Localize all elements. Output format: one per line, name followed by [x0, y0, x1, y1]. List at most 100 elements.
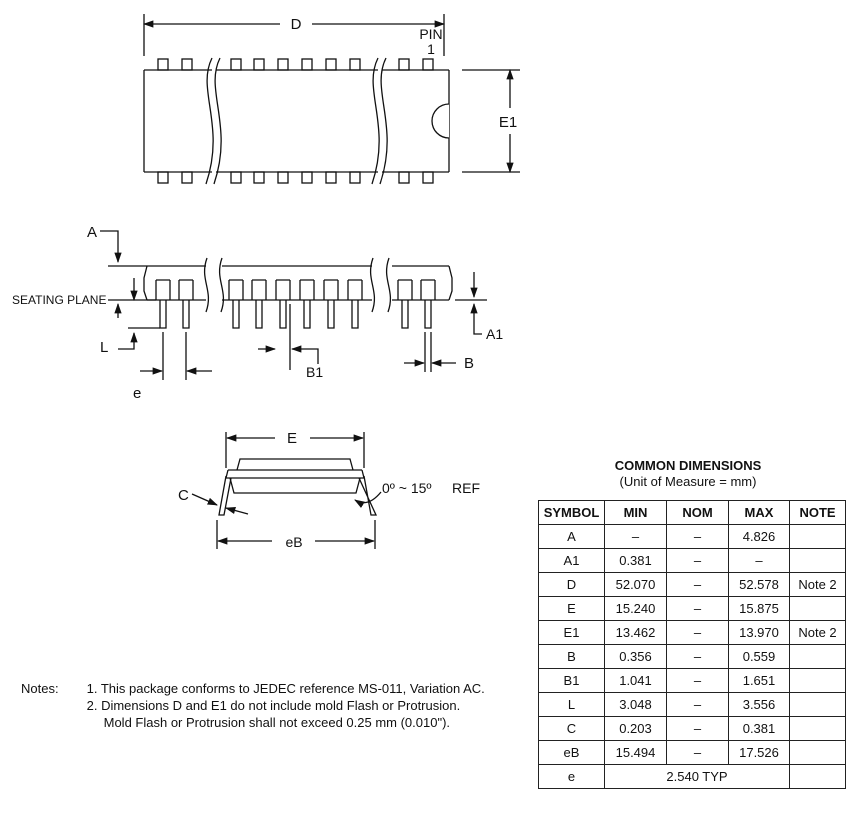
cell-symbol: E	[538, 596, 605, 621]
cell-symbol: eB	[538, 740, 605, 765]
table-row-pitch: e 2.540 TYP	[538, 764, 846, 789]
cell-nom: –	[666, 716, 729, 741]
cell-note	[789, 596, 846, 621]
cell-note	[789, 548, 846, 573]
cell-nom: –	[666, 596, 729, 621]
note-item: 2. Dimensions D and E1 do not include mo…	[86, 698, 461, 713]
cell-symbol: D	[538, 572, 605, 597]
cell-note: Note 2	[789, 572, 846, 597]
notes-list: 1. This package conforms to JEDEC refere…	[87, 680, 485, 731]
label-pin-number: 1	[427, 41, 435, 57]
header-note: NOTE	[789, 500, 846, 525]
cell-note	[789, 644, 846, 669]
label-E1: E1	[499, 114, 517, 131]
top-view	[142, 14, 520, 185]
note-item: 1. This package conforms to JEDEC refere…	[86, 681, 485, 696]
table-subtitle: (Unit of Measure = mm)	[619, 474, 757, 489]
cell-note	[789, 692, 846, 717]
table-header-row: SYMBOL MIN NOM MAX NOTE	[538, 500, 846, 525]
side-leads	[155, 279, 436, 329]
cell-min: 0.381	[604, 548, 667, 573]
label-B: B	[464, 355, 474, 372]
cell-note	[789, 716, 846, 741]
cell-nom: –	[666, 548, 729, 573]
cell-nom: –	[666, 740, 729, 765]
label-B1: B1	[306, 364, 323, 380]
label-D: D	[291, 16, 302, 33]
label-E: E	[287, 430, 297, 447]
table-title-block: COMMON DIMENSIONS (Unit of Measure = mm)	[538, 458, 838, 489]
cell-symbol: B	[538, 644, 605, 669]
cell-min: –	[604, 524, 667, 549]
table-row: A––4.826	[538, 524, 846, 549]
header-min: MIN	[604, 500, 667, 525]
notes: Notes: 1. This package conforms to JEDEC…	[21, 680, 485, 731]
cell-typical-value: 2.540 TYP	[604, 764, 790, 789]
cell-max: 15.875	[728, 596, 790, 621]
cell-nom: –	[666, 692, 729, 717]
cell-nom: –	[666, 644, 729, 669]
cell-symbol: L	[538, 692, 605, 717]
cell-note: Note 2	[789, 620, 846, 645]
cell-note	[789, 524, 846, 549]
label-A: A	[87, 224, 97, 241]
table-title: COMMON DIMENSIONS	[614, 458, 762, 473]
cell-min: 1.041	[604, 668, 667, 693]
note-item: Mold Flash or Protrusion shall not excee…	[103, 715, 451, 730]
cell-max: 3.556	[728, 692, 790, 717]
cell-nom: –	[666, 572, 729, 597]
cell-max: 4.826	[728, 524, 790, 549]
label-L: L	[100, 339, 108, 356]
header-nom: NOM	[666, 500, 729, 525]
cell-min: 52.070	[604, 572, 667, 597]
cell-symbol: A1	[538, 548, 605, 573]
top-pins	[157, 58, 434, 71]
label-seating-plane: SEATING PLANE	[12, 293, 106, 307]
label-ref: REF	[452, 480, 480, 496]
cell-min: 0.356	[604, 644, 667, 669]
cell-max: –	[728, 548, 790, 573]
bottom-pins	[157, 171, 434, 184]
cell-min: 15.494	[604, 740, 667, 765]
cell-max: 17.526	[728, 740, 790, 765]
label-e: e	[133, 385, 141, 402]
cell-note	[789, 740, 846, 765]
cell-symbol: C	[538, 716, 605, 741]
cell-nom: –	[666, 620, 729, 645]
cell-max: 13.970	[728, 620, 790, 645]
cell-symbol: A	[538, 524, 605, 549]
cell-note	[789, 668, 846, 693]
cell-symbol: E1	[538, 620, 605, 645]
cell-symbol: e	[538, 764, 605, 789]
cell-min: 0.203	[604, 716, 667, 741]
cell-min: 13.462	[604, 620, 667, 645]
label-A1: A1	[486, 326, 503, 342]
label-angle: 0º ~ 15º	[382, 480, 432, 496]
label-eB: eB	[285, 534, 302, 550]
header-symbol: SYMBOL	[538, 500, 605, 525]
cell-max: 52.578	[728, 572, 790, 597]
cell-symbol: B1	[538, 668, 605, 693]
cell-min: 3.048	[604, 692, 667, 717]
label-C: C	[178, 487, 189, 504]
cell-note	[789, 764, 846, 789]
notes-label: Notes:	[21, 681, 59, 696]
cell-max: 1.651	[728, 668, 790, 693]
cell-max: 0.559	[728, 644, 790, 669]
cell-max: 0.381	[728, 716, 790, 741]
end-view	[191, 432, 382, 549]
cell-min: 15.240	[604, 596, 667, 621]
side-view	[100, 230, 487, 380]
header-max: MAX	[728, 500, 790, 525]
cell-nom: –	[666, 524, 729, 549]
cell-nom: –	[666, 668, 729, 693]
label-pin: PIN	[419, 26, 442, 42]
